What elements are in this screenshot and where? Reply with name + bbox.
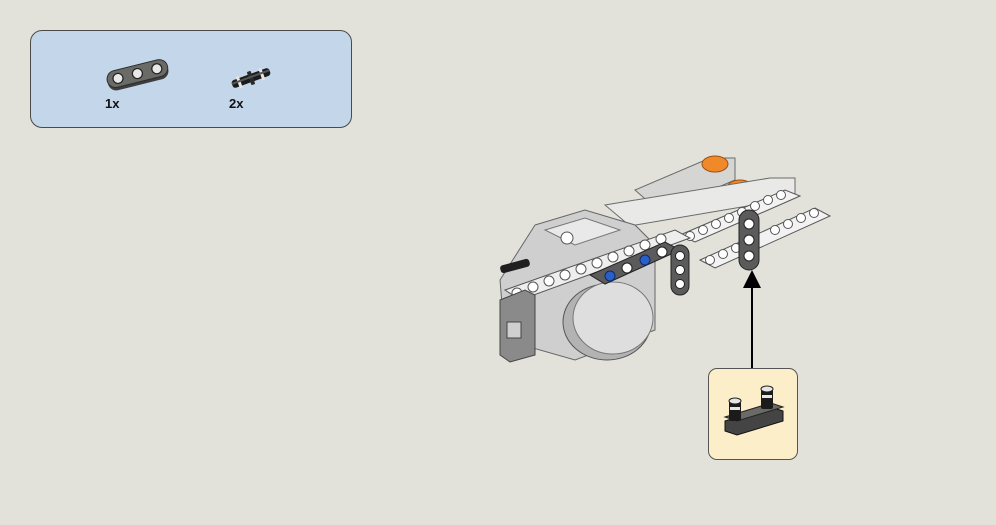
connector-peg-black-icon <box>227 65 275 91</box>
model-assembly-illustration <box>495 150 835 375</box>
subassembly-callout-panel <box>708 368 798 460</box>
beam-3-dark-gray-icon <box>103 59 173 93</box>
placement-arrow-icon <box>740 270 764 375</box>
quantity-label: 2x <box>229 96 244 111</box>
quantity-label: 1x <box>105 96 120 111</box>
parts-list-panel: 1x 2x <box>30 30 352 128</box>
beam-with-pegs-icon <box>719 381 789 443</box>
